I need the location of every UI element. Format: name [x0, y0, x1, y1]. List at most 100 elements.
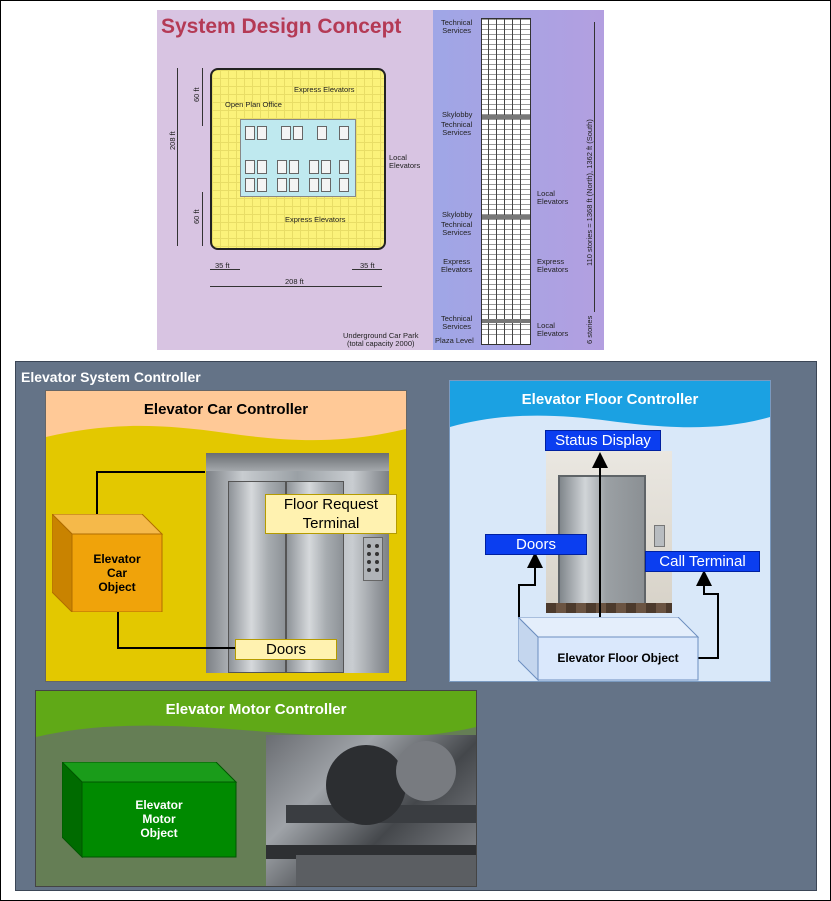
- tower-floor-line: [482, 34, 530, 35]
- floor-object-label: Elevator Floor Object: [557, 651, 679, 665]
- tower-floor-line: [482, 244, 530, 245]
- tower-floor-line: [482, 184, 530, 185]
- motor-object-label: Elevator Motor Object: [135, 798, 183, 840]
- tower-floor-line: [482, 64, 530, 65]
- tower-floor-line: [482, 314, 530, 315]
- tower-floor-line: [482, 109, 530, 110]
- tower-floor-line: [482, 139, 530, 140]
- tower-floor-line: [482, 219, 530, 220]
- floor-controller-header: [450, 381, 770, 428]
- tower-floor-line: [482, 274, 530, 275]
- tower-floor-line: [482, 324, 530, 325]
- tower-section: [481, 18, 531, 345]
- tower-floor-line: [482, 254, 530, 255]
- elevator-motor-photo: [266, 735, 476, 886]
- tower-shaft-line: [512, 19, 513, 344]
- car-doors-label[interactable]: Doors: [235, 639, 337, 660]
- tower-floor-line: [482, 299, 530, 300]
- system-design-concept-image: System Design Concept Express Elevators …: [157, 10, 604, 350]
- tower-floor-line: [482, 174, 530, 175]
- tower-floor-line: [482, 334, 530, 335]
- tower-floor-line: [482, 164, 530, 165]
- tower-floor-line: [482, 144, 530, 145]
- car-controller-title: Elevator Car Controller: [143, 401, 309, 418]
- tower-floor-line: [482, 24, 530, 25]
- tower-floor-line: [482, 39, 530, 40]
- label-express-elevators-top: Express Elevators: [294, 85, 355, 94]
- tower-floor-line: [482, 19, 530, 20]
- tower-floor-line: [482, 44, 530, 45]
- tower-floor-line: [482, 224, 530, 225]
- tower-floor-line: [482, 214, 530, 215]
- tower-floor-line: [482, 204, 530, 205]
- dim-208ft-bottom: 208 ft: [285, 277, 304, 286]
- tower-floor-line: [482, 134, 530, 135]
- tower-floor-line: [482, 189, 530, 190]
- tower-floor-line: [482, 129, 530, 130]
- tower-floor-line: [482, 29, 530, 30]
- elevator-motor-object[interactable]: Elevator Motor Object: [62, 762, 238, 858]
- tower-floor-line: [482, 149, 530, 150]
- floor-controller-title: Elevator Floor Controller: [521, 391, 699, 408]
- tower-floor-line: [482, 194, 530, 195]
- floor-request-terminal-label[interactable]: Floor Request Terminal: [265, 494, 397, 534]
- tower-floor-line: [482, 259, 530, 260]
- elevator-car-object[interactable]: Elevator Car Object: [52, 514, 164, 612]
- label-express-elevators-right: Express Elevators: [537, 257, 569, 274]
- tower-floor-line: [482, 69, 530, 70]
- car-controller-header: [46, 391, 406, 441]
- label-local-elevators-1: Local Elevators: [537, 189, 569, 206]
- tower-floor-line: [482, 114, 530, 115]
- label-express-elevators-bottom: Express Elevators: [285, 215, 346, 224]
- tower-floor-line: [482, 179, 530, 180]
- call-terminal-label[interactable]: Call Terminal: [645, 551, 760, 572]
- tower-floor-line: [482, 159, 530, 160]
- motor-controller-header: [36, 691, 476, 738]
- tower-floor-line: [482, 199, 530, 200]
- label-underground-car-park: Underground Car Park (total capacity 200…: [343, 331, 419, 348]
- dim-35ft-right: 35 ft: [360, 261, 375, 270]
- tower-shaft-line: [488, 19, 489, 344]
- label-local-elevators-2: Local Elevators: [537, 321, 569, 338]
- label-express-elevators-left: Express Elevators: [441, 257, 473, 274]
- tower-floor-line: [482, 229, 530, 230]
- tower-shaft-line: [504, 19, 505, 344]
- tower-service-band: [482, 319, 530, 323]
- label-skylobby-1: Skylobby: [442, 110, 473, 119]
- tower-floor-line: [482, 294, 530, 295]
- dim-35ft-left: 35 ft: [215, 261, 230, 270]
- car-keypad-icon: [363, 537, 383, 581]
- tower-floor-line: [482, 49, 530, 50]
- tower-floor-line: [482, 154, 530, 155]
- tower-floor-line: [482, 94, 530, 95]
- label-technical-services-top: Technical Services: [441, 18, 473, 35]
- elevator-core: [240, 119, 356, 197]
- elevator-floor-object[interactable]: Elevator Floor Object: [518, 617, 700, 681]
- floor-doors-label[interactable]: Doors: [485, 534, 587, 555]
- tower-floor-line: [482, 99, 530, 100]
- car-object-label: Elevator Car Object: [93, 552, 141, 594]
- tower-floor-line: [482, 234, 530, 235]
- tower-floor-line: [482, 124, 530, 125]
- tower-floor-line: [482, 209, 530, 210]
- tower-floor-line: [482, 119, 530, 120]
- tower-shaft-line: [520, 19, 521, 344]
- tower-floor-line: [482, 279, 530, 280]
- tower-service-band: [482, 215, 530, 219]
- motor-controller-title: Elevator Motor Controller: [165, 701, 347, 718]
- label-technical-services-bottom: Technical Services: [441, 314, 473, 331]
- tower-floor-line: [482, 289, 530, 290]
- tower-floor-line: [482, 84, 530, 85]
- label-open-plan-office: Open Plan Office: [225, 100, 282, 109]
- elevator-hall-door-photo: [546, 451, 672, 613]
- tower-floor-line: [482, 249, 530, 250]
- label-local-elevators: Local Elevators: [389, 153, 421, 170]
- concept-title: System Design Concept: [161, 15, 402, 38]
- tower-floor-line: [482, 59, 530, 60]
- call-button-icon: [654, 525, 665, 547]
- tower-floor-line: [482, 74, 530, 75]
- status-display-label[interactable]: Status Display: [545, 430, 661, 451]
- label-skylobby-2: Skylobby: [442, 210, 473, 219]
